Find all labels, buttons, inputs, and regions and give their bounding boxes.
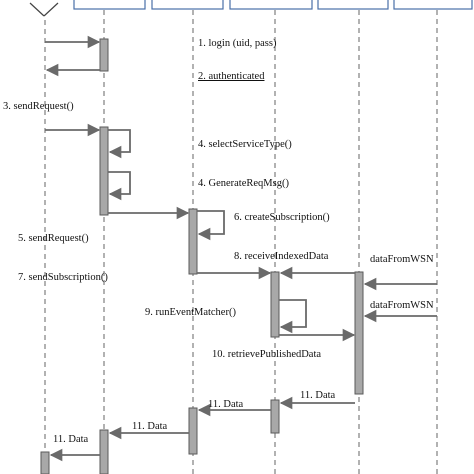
message-data-1: 11. Data: [53, 434, 89, 445]
message-receive-indexed-data: 8. receiveIndexedData: [234, 251, 329, 262]
message-run-event-matcher: 9. runEventMatcher(): [145, 307, 236, 318]
participant-box-5: [393, 0, 473, 10]
arrow-self-select-service: [108, 129, 131, 159]
message-send-subscription: 7. sendSubscription(): [18, 272, 108, 283]
participant-headers: [73, 0, 473, 10]
arrow-self-run-event-matcher: [279, 299, 307, 334]
activation-bar-data-3: [188, 407, 198, 455]
activation-bar-indexed: [270, 271, 280, 338]
message-send-request-5: 5. sendRequest(): [18, 233, 89, 244]
message-data-4: 11. Data: [300, 390, 336, 401]
participant-box-1: [73, 0, 146, 10]
activation-bar-data-2: [99, 429, 109, 474]
activation-bar-data-4: [270, 399, 280, 434]
activation-bar-data-1: [40, 451, 50, 474]
message-select-service-type: 4. selectServiceType(): [198, 139, 292, 150]
message-data-from-wsn-1: dataFromWSN: [370, 254, 434, 265]
participant-box-4: [317, 0, 389, 10]
activation-bar-request: [99, 126, 109, 216]
stick-figure-actor-icon: [29, 2, 59, 17]
message-generate-req-msg: 4. GenerateReqMsg(): [198, 178, 289, 189]
message-data-3: 11. Data: [208, 399, 244, 410]
message-data-2: 11. Data: [132, 421, 168, 432]
participant-box-3: [229, 0, 313, 10]
activation-bar-login: [99, 38, 109, 72]
arrow-self-create-subscription: [197, 210, 225, 241]
message-retrieve-published-data: 10. retrievePublishedData: [212, 349, 322, 360]
message-login: 1. login (uid, pass): [198, 38, 277, 49]
activation-bar-subscription: [188, 208, 198, 275]
arrow-self-generate-req: [108, 171, 131, 201]
message-data-from-wsn-2: dataFromWSN: [370, 300, 434, 311]
participant-box-2: [151, 0, 224, 10]
message-authenticated: 2. authenticated: [198, 71, 265, 82]
message-send-request-3: 3. sendRequest(): [3, 101, 74, 112]
message-create-subscription: 6. createSubscription(): [234, 212, 330, 223]
activation-bar-publisher: [354, 271, 364, 395]
